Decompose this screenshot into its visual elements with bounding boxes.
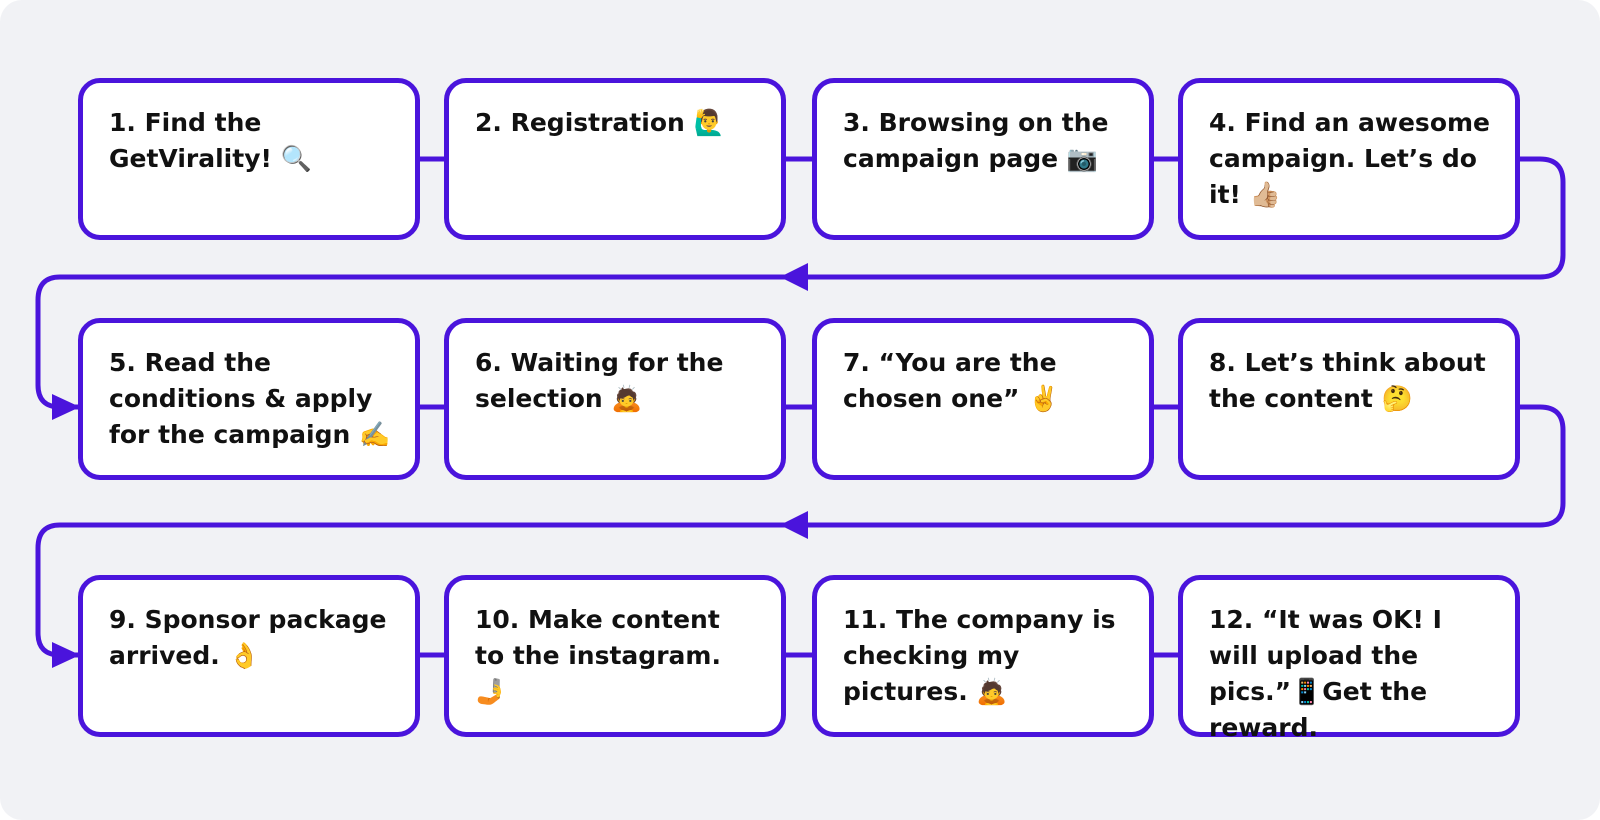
step-4-text: 4. Find an awesome campaign. Let’s do it…: [1209, 108, 1490, 209]
step-4-box: 4. Find an awesome campaign. Let’s do it…: [1178, 78, 1520, 240]
step-6-text: 6. Waiting for the selection 🙇: [475, 348, 724, 413]
step-1-text: 1. Find the GetVirality! 🔍: [109, 108, 312, 173]
step-9-box: 9. Sponsor package arrived. 👌: [78, 575, 420, 737]
step-10-text: 10. Make content to the instagram. 🤳: [475, 605, 721, 706]
step-3-box: 3. Browsing on the campaign page 📷: [812, 78, 1154, 240]
step-8-text: 8. Let’s think about the content 🤔: [1209, 348, 1486, 413]
step-6-box: 6. Waiting for the selection 🙇: [444, 318, 786, 480]
step-12-text: 12. “It was OK! I will upload the pics.”…: [1209, 605, 1442, 742]
step-11-box: 11. The company is checking my pictures.…: [812, 575, 1154, 737]
step-9-text: 9. Sponsor package arrived. 👌: [109, 605, 387, 670]
step-11-text: 11. The company is checking my pictures.…: [843, 605, 1116, 706]
step-7-text: 7. “You are the chosen one” ✌️: [843, 348, 1060, 413]
step-12-box: 12. “It was OK! I will upload the pics.”…: [1178, 575, 1520, 742]
step-1-box: 1. Find the GetVirality! 🔍: [78, 78, 420, 240]
step-5-box: 5. Read the conditions & apply for the c…: [78, 318, 420, 480]
arrow-head-return-1: [780, 263, 808, 291]
step-5-text: 5. Read the conditions & apply for the c…: [109, 348, 391, 449]
step-2-box: 2. Registration 🙋‍♂️: [444, 78, 786, 240]
step-7-box: 7. “You are the chosen one” ✌️: [812, 318, 1154, 480]
step-2-text: 2. Registration 🙋‍♂️: [475, 108, 725, 137]
step-8-box: 8. Let’s think about the content 🤔: [1178, 318, 1520, 480]
arrow-head-return-2: [780, 511, 808, 539]
arrow-head-into-step-9: [52, 642, 80, 668]
step-3-text: 3. Browsing on the campaign page 📷: [843, 108, 1109, 173]
step-10-box: 10. Make content to the instagram. 🤳: [444, 575, 786, 737]
arrow-head-into-step-5: [52, 394, 80, 420]
